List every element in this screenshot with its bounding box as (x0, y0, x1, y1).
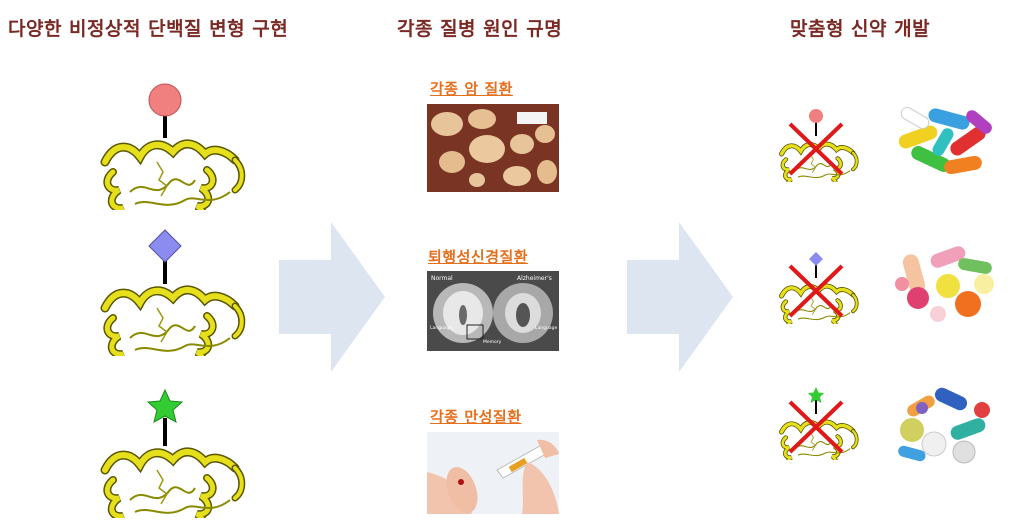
blocked-circle-protein (776, 108, 866, 182)
brain-scan-label-language-right: Language (535, 325, 557, 331)
right-column-title: 맞춤형 신약 개발 (790, 18, 931, 40)
disease-label-cancer: 각종 암 질환 (430, 80, 513, 98)
blocked-diamond-protein (776, 250, 866, 324)
circle-modification-icon (809, 109, 823, 123)
cross-icon (788, 264, 844, 318)
pills-icon (888, 244, 1000, 330)
disease-label-neurodegenerative: 퇴행성신경질환 (428, 248, 529, 266)
circle-modification-icon (148, 83, 182, 117)
pills-icon (888, 386, 1000, 472)
cross-icon (788, 400, 844, 454)
brain-scan-image: Normal Alzheimer's Language Memory Langu… (427, 271, 559, 351)
protein-ribbon-icon (105, 290, 242, 356)
brain-scan-label-memory: Memory (483, 339, 502, 345)
arrow-right-icon (279, 222, 385, 372)
diamond-modification-icon (809, 252, 823, 266)
pills-icon (888, 100, 1000, 186)
star-modification-icon (808, 387, 824, 403)
cross-icon (788, 122, 844, 176)
protein-circle-modification (95, 80, 255, 210)
protein-star-modification (95, 388, 255, 518)
blood-test-image (427, 432, 559, 514)
left-column-title: 다양한 비정상적 단백질 변형 구현 (8, 18, 289, 40)
blocked-star-protein (776, 386, 866, 460)
diamond-modification-icon (148, 229, 182, 263)
protein-ribbon-icon (105, 144, 242, 210)
star-modification-icon (146, 388, 184, 423)
protein-diamond-modification (95, 226, 255, 356)
protein-ribbon-icon (105, 452, 242, 518)
brain-scan-label-language-left: Language (430, 325, 452, 331)
disease-label-chronic: 각종 만성질환 (430, 408, 522, 426)
arrow-right-icon (627, 222, 733, 372)
brain-scan-label-alzheimers: Alzheimer's (517, 275, 552, 282)
brain-scan-label-normal: Normal (431, 275, 453, 282)
middle-column-title: 각종 질병 원인 규명 (397, 18, 563, 40)
cancer-tissue-image (427, 104, 559, 192)
